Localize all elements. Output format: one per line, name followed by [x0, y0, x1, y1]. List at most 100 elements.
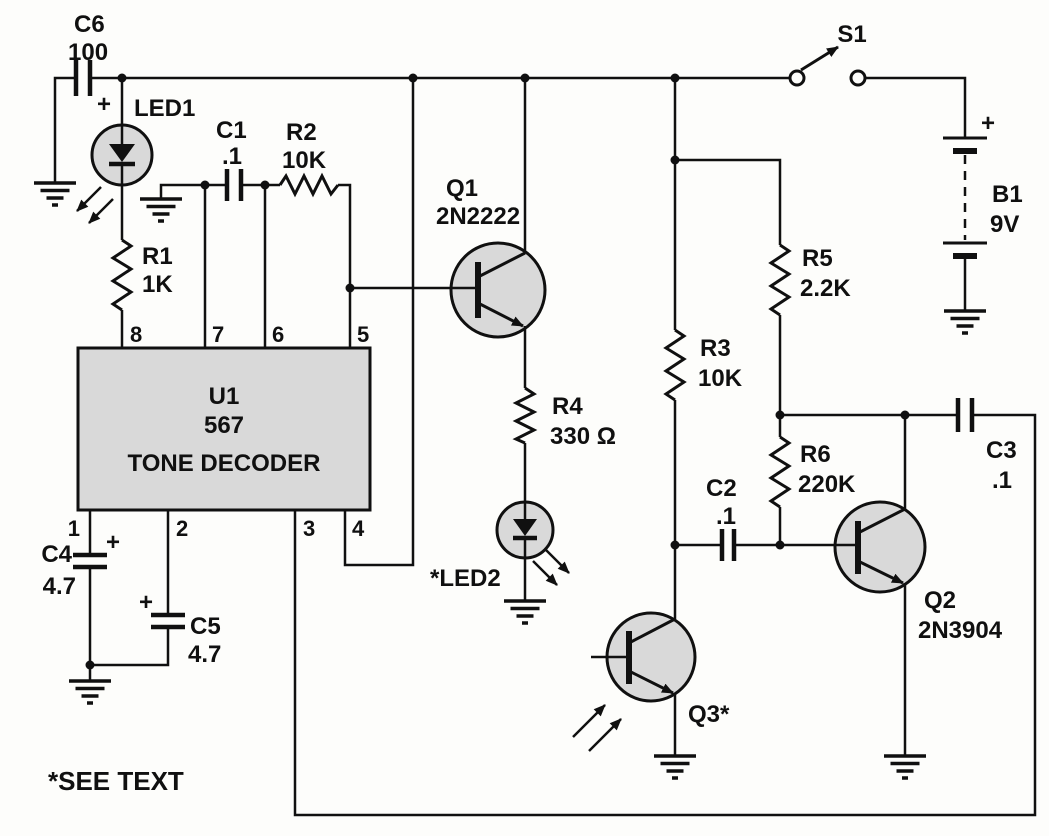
q1-ref: Q1 — [446, 175, 478, 202]
s1-ref: S1 — [837, 21, 866, 48]
capacitor-c3: C3 .1 — [955, 398, 1017, 494]
light-in-arrow-icon — [588, 718, 622, 752]
junction-dot — [408, 73, 418, 83]
light-out-arrow-icon — [532, 560, 558, 586]
resistor-r4: R4 330 Ω — [512, 386, 616, 450]
q2-ref: Q2 — [924, 587, 956, 614]
ground-icon — [502, 599, 548, 625]
r4-ref: R4 — [552, 393, 583, 420]
resistor-r1: R1 1K — [110, 238, 173, 312]
junction-dot — [775, 410, 785, 420]
led-anode-triangle — [109, 144, 135, 162]
light-out-arrow-icon — [544, 548, 570, 574]
junction-dot — [775, 540, 785, 550]
u1-pin5-label: 5 — [357, 322, 369, 347]
capacitor-c6: C6 100 + — [68, 11, 111, 118]
r3-value: 10K — [698, 365, 743, 392]
emitter-lead — [628, 669, 674, 695]
junction-dot — [670, 155, 680, 165]
ground-icon — [652, 754, 698, 780]
c5-ref: C5 — [190, 613, 221, 640]
junction-dot — [260, 180, 270, 190]
c5-polarity: + — [139, 589, 153, 616]
transistor-q1: Q1 2N2222 — [436, 175, 547, 339]
ic-body — [76, 346, 372, 512]
light-out-arrow-icon — [76, 186, 102, 212]
junction-dot — [200, 180, 210, 190]
resistor-symbol — [512, 386, 538, 445]
c6-ref: C6 — [74, 11, 105, 38]
r3-ref: R3 — [700, 335, 731, 362]
switch-lever — [800, 45, 839, 72]
transistor-q2: Q2 2N3904 — [833, 500, 1003, 644]
resistor-r6: R6 220K — [768, 435, 856, 509]
switch-terminal — [849, 69, 867, 87]
phototransistor-q3: Q3* — [572, 611, 730, 752]
q1-part: 2N2222 — [436, 203, 520, 230]
led1-ref: LED1 — [134, 95, 195, 122]
transistor-body — [833, 500, 927, 594]
resistor-symbol — [278, 172, 340, 198]
resistor-symbol — [768, 243, 792, 317]
ground-icon — [942, 309, 988, 335]
ground-icon — [67, 679, 113, 705]
resistor-r2: R2 10K — [278, 119, 340, 198]
bottom-pins-wire — [88, 78, 1037, 817]
see-text-note: *SEE TEXT — [48, 766, 184, 796]
u1-pin7-label: 7 — [212, 322, 224, 347]
q2-part: 2N3904 — [918, 617, 1003, 644]
r6-ref: R6 — [800, 441, 831, 468]
capacitor-c5: C5 4.7 + — [139, 589, 221, 668]
battery-b1: + B1 9V — [943, 110, 1023, 259]
emitter-lead — [477, 301, 524, 328]
wire-layer — [53, 76, 1037, 817]
junction-dot — [670, 540, 680, 550]
c5-value: 4.7 — [188, 641, 221, 668]
c4-value: 4.7 — [43, 573, 76, 600]
junction-dot — [85, 660, 95, 670]
junction-dot — [670, 73, 680, 83]
u1-pin4-label: 4 — [352, 516, 365, 541]
timing-network-wire — [159, 183, 352, 348]
switch-terminal — [788, 69, 806, 87]
capacitor-c1: C1 .1 — [216, 117, 247, 201]
r4-value: 330 Ω — [550, 423, 616, 450]
ground-icon — [32, 181, 78, 207]
c4-polarity: + — [106, 529, 120, 556]
c2-value: .1 — [716, 503, 736, 530]
collector-lead — [477, 251, 526, 279]
r1-value: 1K — [142, 271, 173, 298]
u1-pin6-label: 6 — [272, 322, 284, 347]
u1-pin1-label: 1 — [68, 516, 80, 541]
u1-pin3-label: 3 — [303, 516, 315, 541]
c2-ref: C2 — [706, 475, 737, 502]
r2-value: 10K — [282, 147, 327, 174]
r1-ref: R1 — [142, 243, 173, 270]
u1-pin8-label: 8 — [130, 322, 142, 347]
r5-value: 2.2K — [800, 275, 851, 302]
power-rail-wire — [53, 76, 967, 182]
r5-ref: R5 — [802, 245, 833, 272]
ground-icon — [882, 754, 928, 780]
resistor-symbol — [663, 328, 687, 402]
c1-value: .1 — [222, 143, 242, 170]
u1-pin2-label: 2 — [176, 516, 188, 541]
b1-value: 9V — [990, 211, 1019, 238]
b1-ref: B1 — [992, 181, 1023, 208]
b1-polarity: + — [981, 110, 995, 137]
r2-ref: R2 — [286, 119, 317, 146]
ic-u1-tone-decoder: U1 567 TONE DECODER 8 7 6 5 1 2 3 4 — [68, 322, 372, 541]
resistor-r3: R3 10K — [663, 328, 743, 402]
junction-dots — [85, 73, 910, 670]
resistor-r5: R5 2.2K — [768, 243, 851, 317]
r6-value: 220K — [798, 471, 856, 498]
c3-ref: C3 — [986, 437, 1017, 464]
emitter-lead — [857, 559, 904, 585]
collector-lead — [628, 617, 676, 645]
c3-value: .1 — [992, 467, 1012, 494]
junction-dot — [345, 283, 355, 293]
light-in-arrow-icon — [572, 704, 606, 738]
light-out-arrow-icon — [88, 198, 114, 224]
ground-icon — [138, 197, 184, 223]
